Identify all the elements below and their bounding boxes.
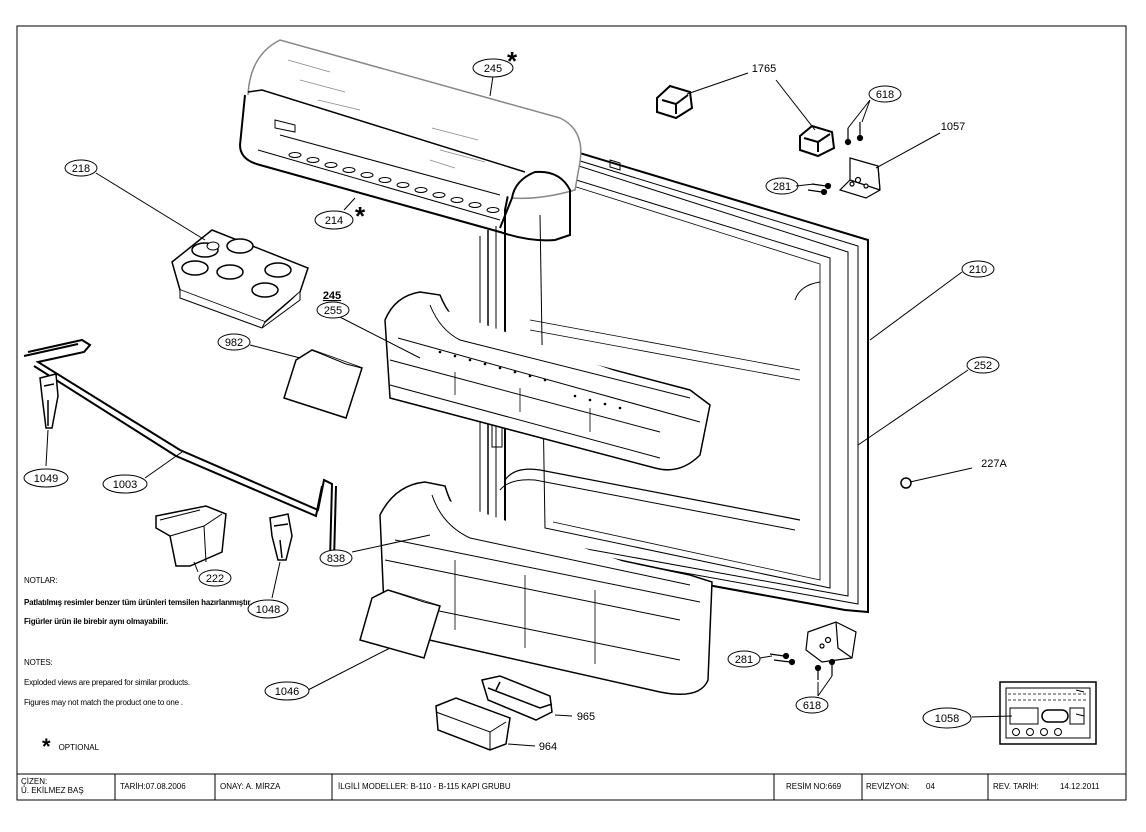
title-block-revision-date-label: REV. TARİH:: [993, 781, 1039, 791]
lower-door-shelf: [379, 481, 713, 695]
part-964: [435, 697, 511, 751]
bottle-retainer-rail: [23, 338, 337, 561]
callout-214: 214: [325, 215, 343, 227]
callout-1048: 1048: [256, 604, 280, 616]
callout-245-bold: 245: [323, 290, 341, 302]
callout-1765: 1765: [752, 63, 776, 75]
callout-245-top: 245: [484, 63, 502, 75]
notes-tr-title: NOTLAR:: [24, 576, 58, 585]
callout-1003: 1003: [113, 479, 137, 491]
drawn-label: ÇİZEN:: [21, 777, 48, 786]
callout-1057: 1057: [941, 121, 965, 133]
callout-618-bottom: 618: [803, 700, 821, 712]
title-block-drawn: ÇİZEN: Ü. EKİLMEZ BAŞ: [21, 775, 113, 797]
notes-tr-line2: Figürler ürün ile birebir aynı olmayabil…: [24, 617, 168, 626]
callout-1046: 1046: [275, 686, 299, 698]
rail-clip-1048: [269, 513, 293, 561]
door-panel: [479, 133, 869, 614]
hinge-bracket-top: [838, 157, 881, 199]
callout-1058: 1058: [935, 713, 959, 725]
hinge-bracket-bottom: [805, 621, 857, 663]
shelf-label-982: [283, 349, 363, 419]
callout-281-top: 281: [773, 181, 791, 193]
callout-210: 210: [969, 264, 987, 276]
notes-en-line2: Figures may not match the product one to…: [24, 698, 183, 707]
title-block-models: İLGİLİ MODELLER: B-110 - B-115 KAPI GRUB…: [338, 781, 511, 791]
notes-en-line1: Exploded views are prepared for similar …: [24, 678, 190, 687]
sheet-border: [16, 25, 1127, 801]
callout-982: 982: [225, 337, 243, 349]
title-block-revision: 04: [926, 781, 935, 791]
callout-218: 218: [72, 163, 90, 175]
part-222: [155, 505, 227, 567]
dairy-compartment: [238, 39, 582, 242]
callout-965: 965: [577, 711, 595, 723]
callout-222: 222: [206, 573, 224, 585]
callout-1049: 1049: [34, 473, 58, 485]
notes-en-title: NOTES:: [24, 658, 53, 667]
callout-618-top: 618: [876, 89, 894, 101]
notes-tr-line1: Patlatılmış resimler benzer tüm ürünleri…: [24, 598, 252, 607]
callout-227a: 227A: [981, 458, 1007, 470]
control-panel-1058: [999, 681, 1097, 745]
screws-bottom: [769, 652, 836, 680]
callout-252: 252: [974, 360, 992, 372]
title-block-approved: ONAY: A. MİRZA: [220, 781, 281, 791]
leader-lines: [45, 72, 1013, 747]
title-block-revision-label: REVİZYON:: [866, 781, 910, 791]
part-227a-ring: [900, 477, 912, 489]
title-block-date: TARİH:07.08.2006: [120, 781, 186, 791]
door-stop-parts: [656, 84, 836, 158]
upper-door-shelf: [384, 291, 711, 471]
egg-tray: [171, 229, 309, 329]
callout-ellipses: [23, 58, 1000, 729]
drawn-by: Ü. EKİLMEZ BAŞ: [21, 786, 84, 795]
shelf-label-1046: [359, 589, 441, 659]
optional-asterisk-245: *: [507, 46, 518, 76]
callout-255: 255: [324, 305, 342, 317]
callout-964: 964: [539, 741, 557, 753]
callout-281-top-ellipse: [765, 177, 799, 195]
screws-top: [807, 122, 864, 196]
optional-legend-text: OPTIONAL: [58, 742, 100, 752]
rail-clip-1049: [39, 373, 59, 429]
callout-281-bottom: 281: [735, 654, 753, 666]
title-block-frame: [17, 773, 1126, 800]
part-965: [481, 675, 553, 721]
optional-legend: * OPTIONAL: [42, 736, 99, 758]
title-block-revision-date: 14.12.2011: [1060, 781, 1100, 791]
title-block-drawing-no: RESİM NO:669: [786, 781, 842, 791]
callout-838: 838: [327, 553, 345, 565]
optional-symbol: *: [42, 734, 51, 759]
optional-asterisk-214: *: [355, 201, 366, 231]
